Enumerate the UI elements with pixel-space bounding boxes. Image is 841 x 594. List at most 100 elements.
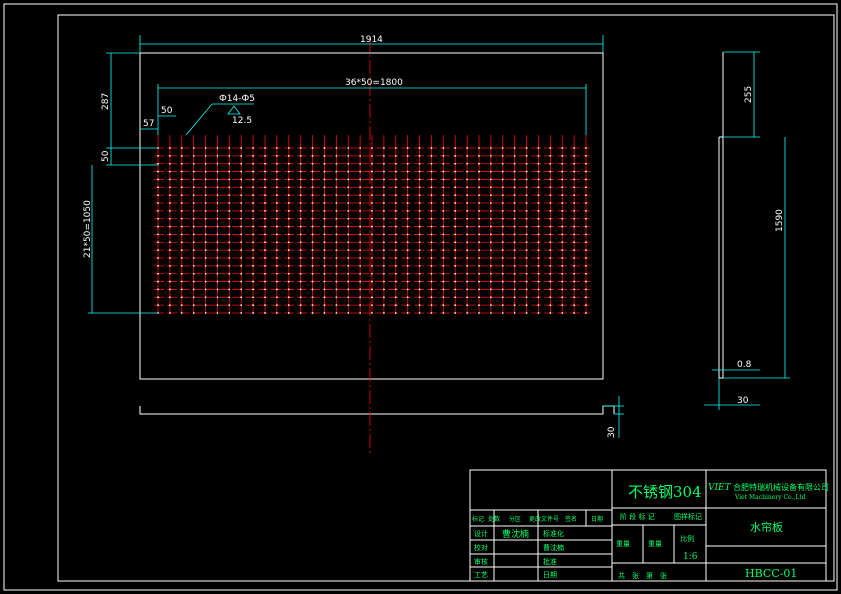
hole (525, 257, 528, 259)
hole (252, 272, 255, 275)
hole (323, 312, 326, 314)
hole (525, 147, 528, 149)
hole (418, 272, 421, 275)
hole (216, 296, 219, 299)
hole (442, 162, 445, 165)
hole (501, 202, 504, 204)
hole (275, 249, 278, 252)
hole (525, 217, 528, 220)
hole (252, 154, 255, 157)
hole (537, 233, 540, 236)
hole (406, 264, 409, 267)
hole (264, 304, 266, 307)
hole (335, 147, 338, 149)
hole (311, 194, 314, 197)
hole (347, 288, 350, 291)
hole (430, 170, 433, 173)
hole (430, 312, 433, 314)
hole (299, 162, 302, 165)
hole (537, 202, 540, 204)
hole (275, 170, 278, 173)
hole (489, 209, 492, 212)
hole (311, 264, 314, 267)
hole (585, 178, 587, 181)
hole (347, 217, 350, 220)
hole (204, 186, 207, 189)
hole (573, 147, 576, 149)
hole (157, 162, 159, 165)
hole (359, 257, 362, 259)
hole (454, 147, 457, 149)
hole (240, 194, 243, 197)
hole (157, 186, 159, 189)
hole (168, 304, 171, 307)
hole (489, 162, 492, 165)
hole (430, 225, 433, 228)
hole (430, 257, 433, 259)
hole (347, 162, 350, 165)
hole (287, 186, 290, 189)
hole (287, 249, 290, 252)
hole (287, 280, 290, 283)
hole (299, 264, 302, 267)
hole (525, 225, 528, 228)
hole (430, 249, 433, 252)
hole (335, 233, 338, 236)
hole (168, 233, 171, 236)
hole (537, 147, 540, 149)
hole (311, 170, 314, 173)
hole (157, 194, 159, 197)
hole (442, 288, 445, 291)
hole (394, 249, 397, 252)
svg-text:签名: 签名 (565, 515, 577, 523)
hole (359, 280, 362, 283)
hole (180, 209, 183, 212)
hole (394, 272, 397, 275)
hole (216, 217, 219, 220)
hole (394, 280, 397, 283)
hole (299, 241, 302, 244)
hole (466, 257, 469, 259)
hole (264, 147, 266, 149)
hole (335, 296, 338, 299)
hole (454, 288, 457, 291)
hole (454, 257, 457, 259)
hole (573, 217, 576, 220)
hole (430, 202, 433, 204)
hole (299, 225, 302, 228)
hole (585, 233, 587, 236)
hole (157, 264, 159, 267)
hole (299, 312, 302, 314)
hole (347, 154, 350, 157)
hole (347, 249, 350, 252)
hole (513, 162, 516, 165)
hole (573, 202, 576, 204)
hole (275, 178, 278, 181)
hole (287, 209, 290, 212)
hole (240, 249, 243, 252)
hole (252, 233, 255, 236)
hole (454, 241, 457, 244)
hole (371, 272, 373, 275)
hole (228, 170, 231, 173)
hole (489, 217, 492, 220)
hole (252, 249, 255, 252)
company-en: Viet Machinery Co.,Ltd (734, 494, 806, 501)
hole (466, 202, 469, 204)
hole (501, 257, 504, 259)
hole (311, 162, 314, 165)
hole (299, 186, 302, 189)
hole (418, 288, 421, 291)
hole (371, 288, 373, 291)
hole (549, 288, 552, 291)
hole (216, 209, 219, 212)
hole (573, 209, 576, 212)
hole (549, 257, 552, 259)
hole (180, 233, 183, 236)
hole (442, 209, 445, 212)
hole (228, 312, 231, 314)
hole (442, 304, 445, 307)
hole (204, 272, 207, 275)
hole (240, 186, 243, 189)
hole (430, 178, 433, 181)
